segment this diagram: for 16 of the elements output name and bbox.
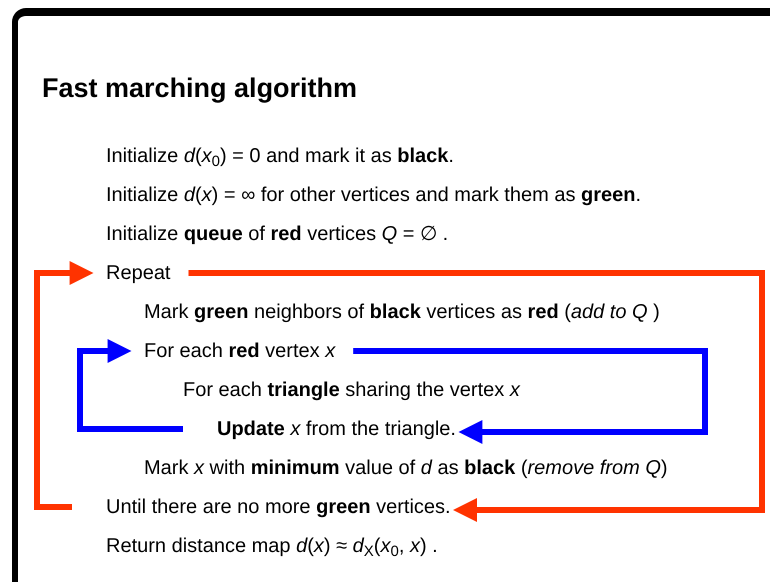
algorithm-step: Initialize d(x) = ∞ for other vertices and mark them as green.: [106, 182, 642, 208]
algorithm-step: Mark green neighbors of black vertices as red (add to Q ): [144, 299, 660, 325]
step-text: Update x from the triangle.: [217, 416, 456, 442]
step-text: For each red vertex x: [144, 338, 336, 364]
algorithm-step: Initialize d(x$_{0}$) = 0 and mark it as black.: [106, 143, 454, 169]
algorithm-step: Initialize queue of red vertices Q = ∅ .: [106, 221, 448, 247]
algorithm-step: For each triangle sharing the vertex x: [183, 377, 520, 403]
loop-arrow: [188, 270, 765, 522]
loop-arrow: [353, 348, 708, 444]
slide-title: Fast marching algorithm: [42, 72, 358, 105]
loop-arrow: [77, 339, 183, 432]
algorithm-step: Return distance map d(x) ≈ d$_{X}$(x$_{0}$, x) .: [106, 533, 438, 559]
step-text: Until there are no more green vertices.: [106, 494, 451, 520]
algorithm-step: Mark x with minimum value of d as black (remove from Q): [144, 455, 668, 481]
loop-arrow: [34, 261, 94, 510]
step-text: Repeat: [106, 260, 170, 286]
